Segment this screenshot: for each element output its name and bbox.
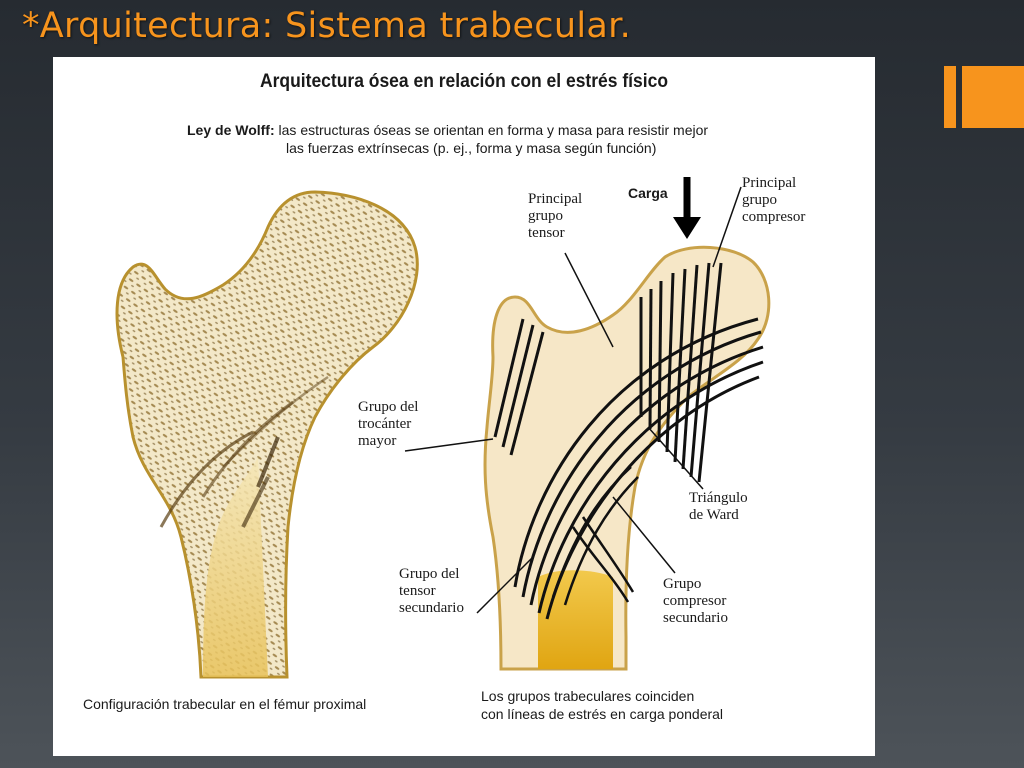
caption-left: Configuración trabecular en el fémur pro…	[83, 696, 367, 712]
label-line: Principal	[528, 191, 583, 207]
left-femur	[115, 190, 419, 679]
femur-illustration	[115, 177, 771, 679]
label-line: Grupo del	[399, 566, 460, 582]
label-line: tensor	[399, 583, 436, 599]
label-line: de Ward	[689, 507, 739, 523]
right-femur	[404, 177, 771, 671]
label-line: grupo	[528, 208, 563, 224]
label-line: secundario	[663, 610, 728, 626]
label-line: trocánter	[358, 416, 412, 432]
slide-title: *Arquitectura: Sistema trabecular.	[22, 6, 632, 46]
label-trocanter-mayor: Grupo del trocánter mayor	[358, 399, 418, 450]
label-line: Grupo	[663, 576, 702, 592]
label-compresor-secundario: Grupo compresor secundario	[663, 576, 728, 627]
law-text-line1: las estructuras óseas se orientan en for…	[274, 122, 709, 138]
figure-panel: Arquitectura ósea en relación con el est…	[53, 57, 875, 756]
law-description: Ley de Wolff: las estructuras óseas se o…	[187, 121, 708, 157]
label-line: tensor	[528, 225, 565, 241]
label-line: compresor	[742, 209, 806, 225]
accent-block	[962, 66, 1024, 128]
label-line: Triángulo	[689, 490, 748, 506]
label-tensor-secundario: Grupo del tensor secundario	[399, 566, 464, 617]
caption-right: Los grupos trabeculares coinciden con lí…	[481, 687, 723, 723]
caption-line: con líneas de estrés en carga ponderal	[481, 706, 724, 722]
label-line: Principal	[742, 175, 797, 191]
label-line: mayor	[358, 433, 397, 449]
label-principal-tensor: Principal grupo tensor	[528, 191, 582, 242]
label-carga: Carga	[628, 185, 668, 201]
label-line: Grupo del	[358, 399, 419, 415]
label-line: secundario	[399, 600, 464, 616]
accent-bar	[944, 66, 956, 128]
law-text-line2: las fuerzas extrínsecas (p. ej., forma y…	[286, 140, 657, 156]
label-line: compresor	[663, 593, 727, 609]
label-line: grupo	[742, 192, 777, 208]
label-principal-compresor: Principal grupo compresor	[742, 175, 805, 226]
caption-line: Los grupos trabeculares coinciden	[481, 688, 695, 704]
label-triangulo-ward: Triángulo de Ward	[689, 490, 748, 524]
figure-title: Arquitectura ósea en relación con el est…	[259, 71, 669, 92]
law-name: Ley de Wolff:	[187, 122, 275, 138]
